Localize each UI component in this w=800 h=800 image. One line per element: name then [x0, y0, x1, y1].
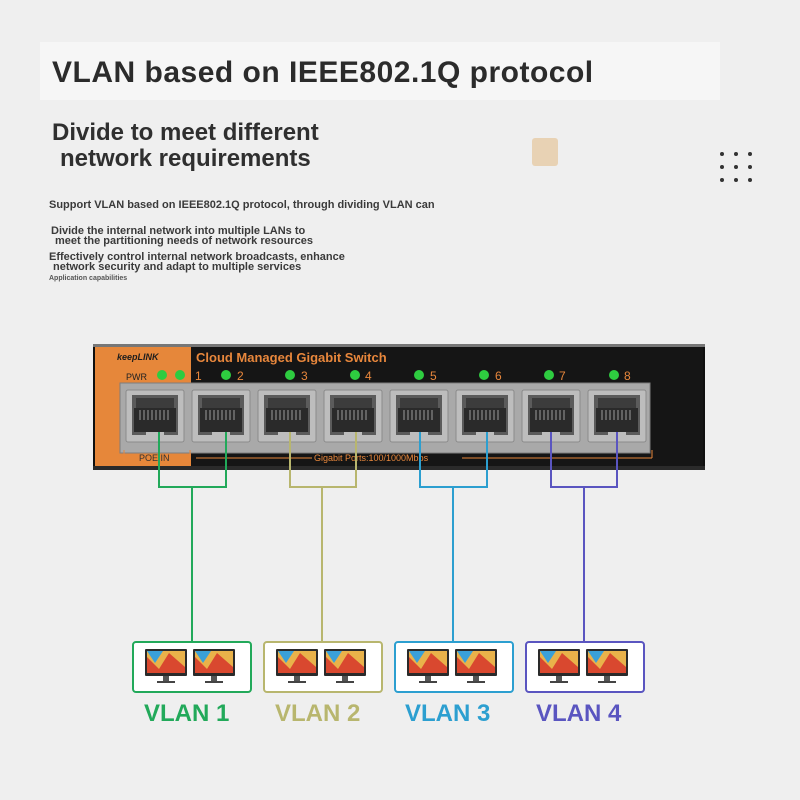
ethernet-port-icon[interactable]: [323, 389, 383, 443]
title-band: [40, 42, 720, 100]
ethernet-port-icon[interactable]: [191, 389, 251, 443]
port-number-1: 1: [195, 369, 202, 383]
description-line-5: network security and adapt to multiple s…: [53, 261, 302, 273]
port-led-2: [221, 370, 231, 380]
subtitle-line-2: network requirements: [60, 145, 311, 172]
port-led-3: [285, 370, 295, 380]
vlan-3-link: [419, 432, 488, 642]
thumbnail-image: [532, 138, 558, 166]
subtitle: Divide to meet different network require…: [52, 120, 319, 172]
monitor-icon: [193, 649, 235, 683]
brand-logo: keepLINK: [117, 352, 160, 362]
monitor-icon: [538, 649, 580, 683]
description-line-3: meet the partitioning needs of network r…: [55, 235, 313, 247]
ethernet-port-icon[interactable]: [125, 389, 185, 443]
port-led-5: [414, 370, 424, 380]
description-line-4: Effectively control internal network bro…: [49, 251, 345, 263]
description-line-6: Application capabilities: [49, 275, 128, 282]
monitor-icon: [455, 649, 497, 683]
monitor-icon: [276, 649, 318, 683]
switch-model: Cloud Managed Gigabit Switch: [196, 350, 387, 365]
port-led-7: [544, 370, 554, 380]
vlan-4-link: [550, 432, 618, 642]
ports-label: Gigabit Ports:100/1000Mbps: [314, 453, 429, 463]
pwr-label: PWR: [126, 372, 147, 382]
monitor-icon: [324, 649, 366, 683]
monitor-icon: [586, 649, 628, 683]
vlan-2-label: VLAN 2: [275, 700, 361, 727]
port-led-8: [609, 370, 619, 380]
port-number-6: 6: [495, 369, 502, 383]
port-number-8: 8: [624, 369, 631, 383]
pwr-led-2: [175, 370, 185, 380]
monitor-icon: [145, 649, 187, 683]
ethernet-port-icon[interactable]: [257, 389, 317, 443]
dots-grid-icon[interactable]: [716, 150, 756, 186]
subtitle-line-1: Divide to meet different: [52, 119, 319, 146]
vlan-2-link: [289, 432, 357, 642]
poe-label: POE IN: [139, 453, 170, 463]
port-number-7: 7: [559, 369, 566, 383]
port-number-5: 5: [430, 369, 437, 383]
port-led-4: [350, 370, 360, 380]
vlan-3-label: VLAN 3: [405, 700, 491, 727]
page-title: VLAN based on IEEE802.1Q protocol: [52, 56, 594, 89]
pwr-led: [157, 370, 167, 380]
description-line-1: Support VLAN based on IEEE802.1Q protoco…: [49, 199, 435, 211]
ethernet-port-icon[interactable]: [455, 389, 515, 443]
vlan-1-link: [158, 432, 227, 642]
port-led-6: [479, 370, 489, 380]
vlan-4-label: VLAN 4: [536, 700, 622, 727]
description-line-2: Divide the internal network into multipl…: [51, 225, 306, 237]
port-number-2: 2: [237, 369, 244, 383]
vlan-1-label: VLAN 1: [144, 700, 230, 727]
port-number-4: 4: [365, 369, 372, 383]
monitor-icon: [407, 649, 449, 683]
port-number-3: 3: [301, 369, 308, 383]
